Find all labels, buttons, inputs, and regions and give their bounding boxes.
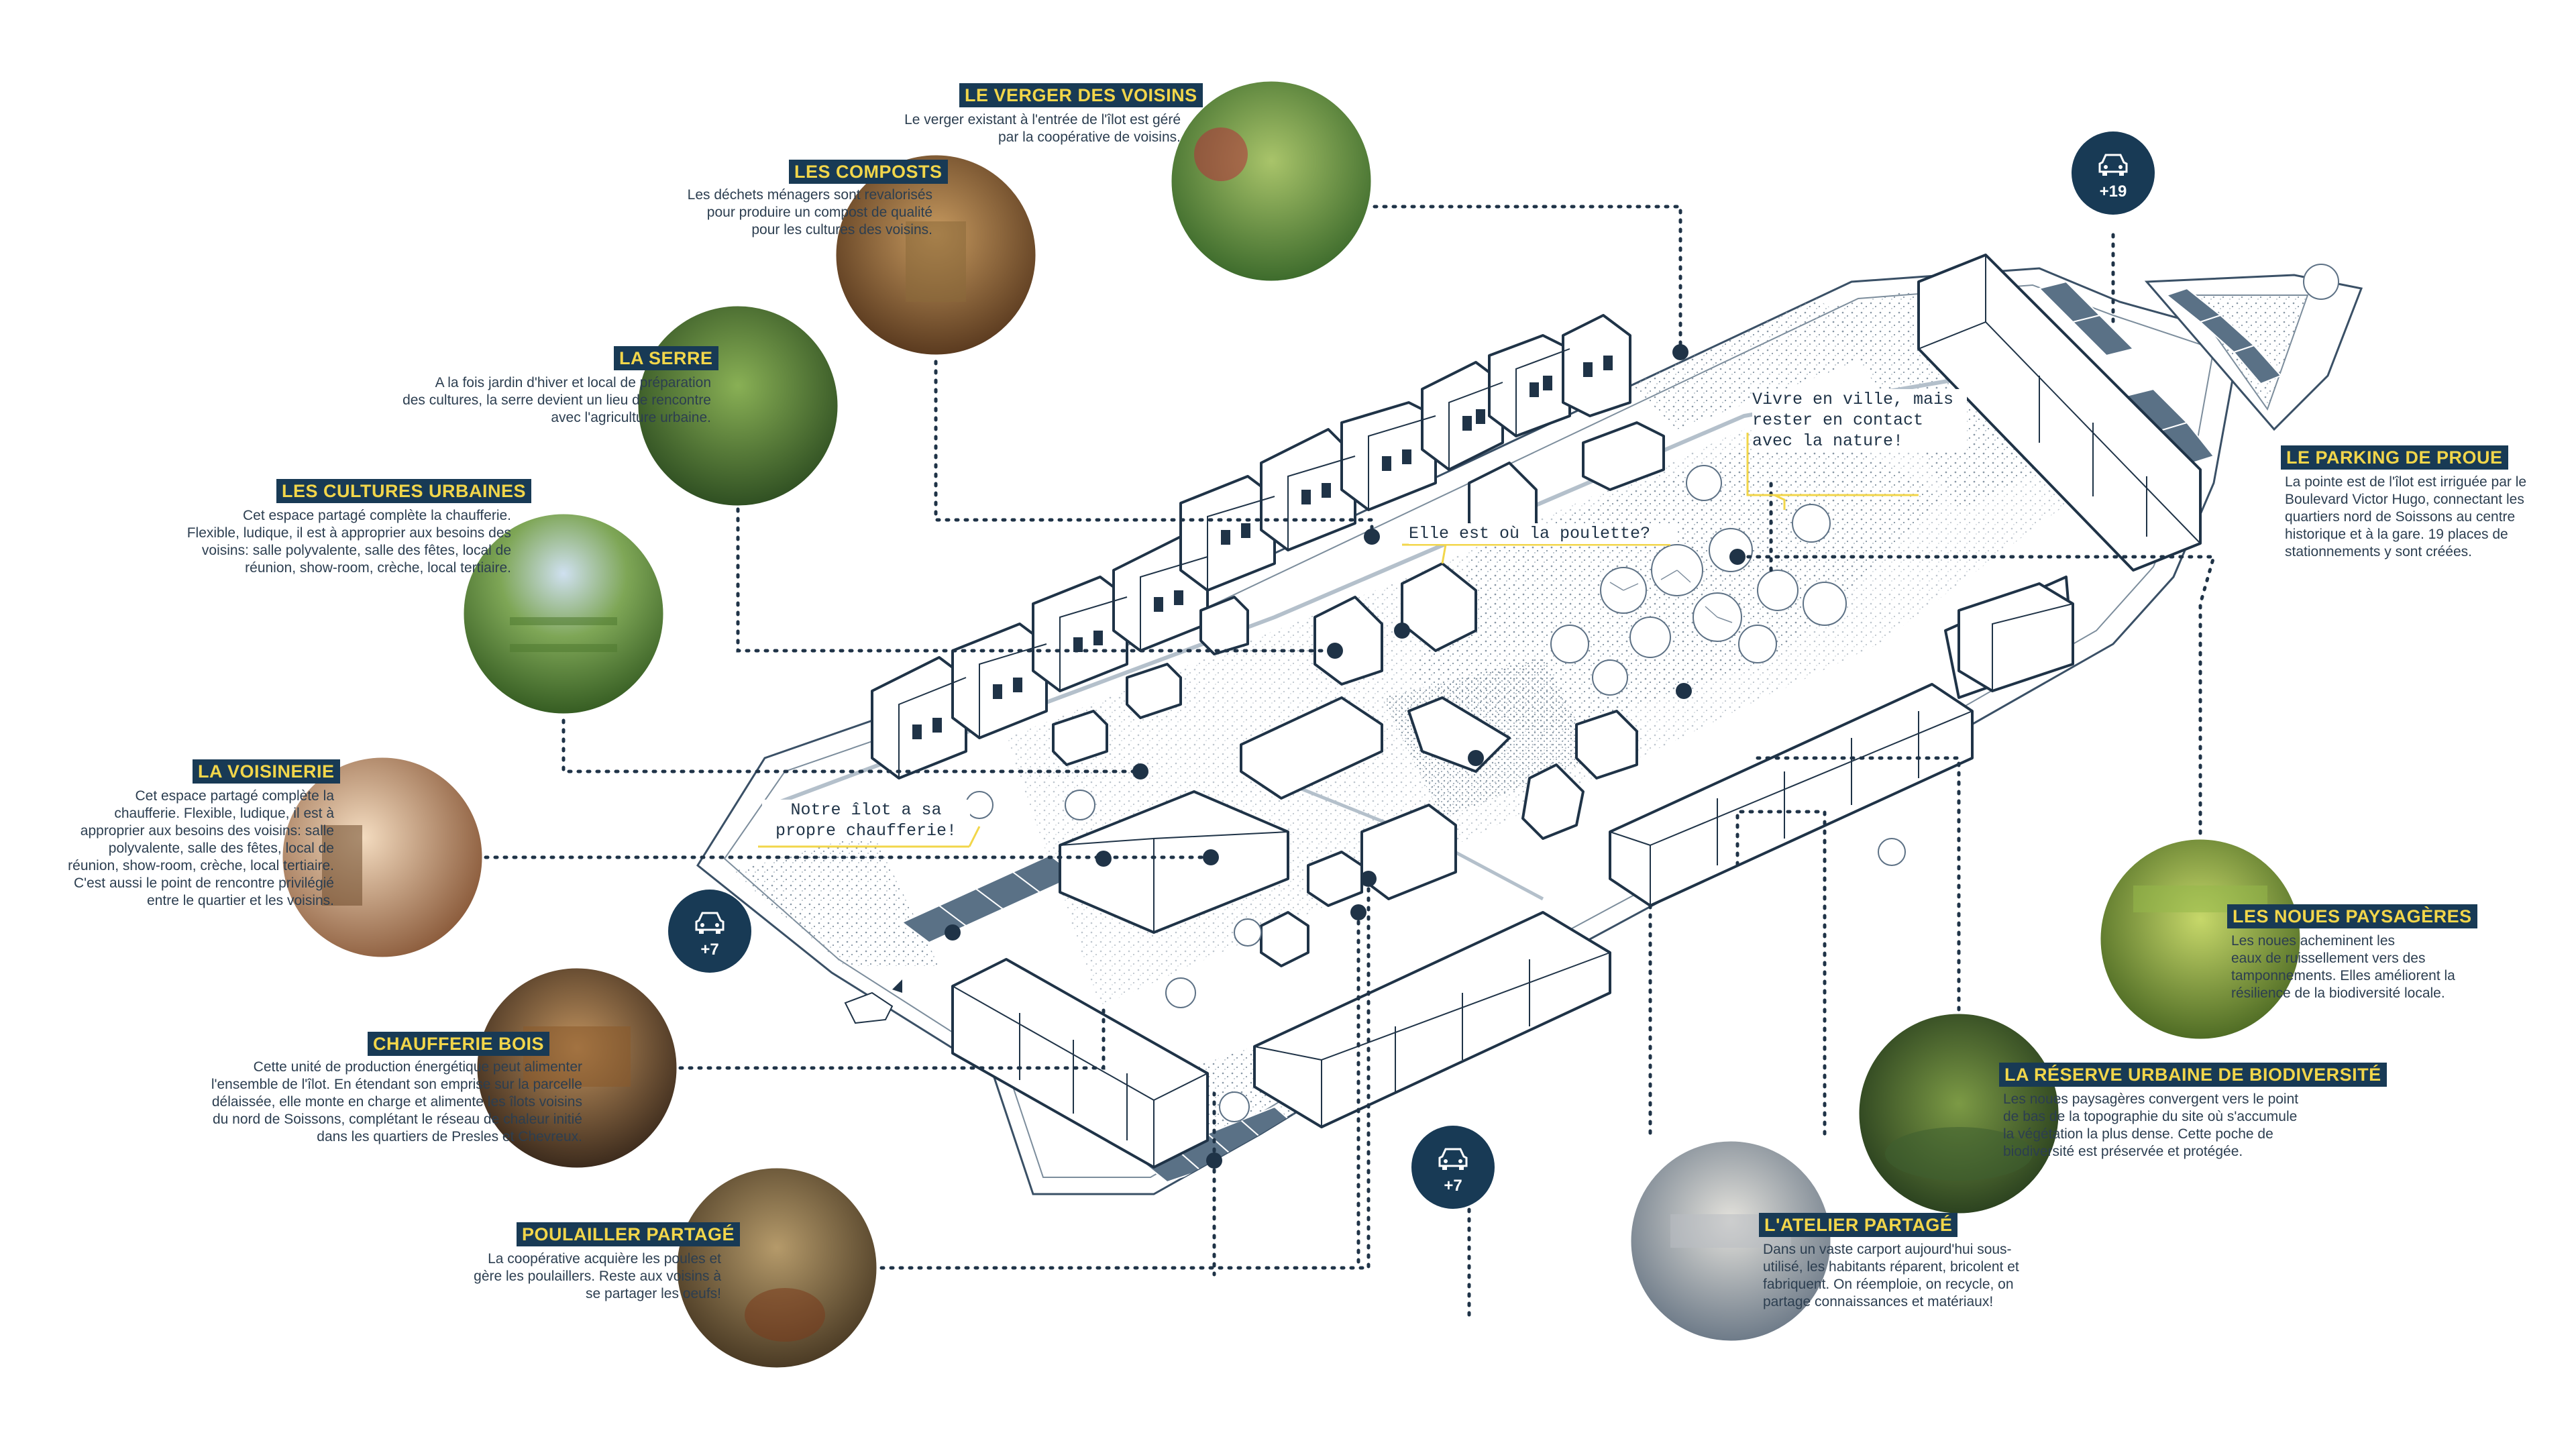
car-icon	[1438, 1148, 1468, 1170]
speech-bubble-poulette: Elle est où la poulette?	[1409, 523, 1677, 544]
parking-count: +7	[700, 941, 719, 959]
photo-voisinerie	[280, 755, 484, 959]
callout-title-verger: LE VERGER DES VOISINS	[959, 83, 1203, 107]
parking-badge-north-east: +19	[2072, 131, 2155, 215]
car-icon	[695, 912, 724, 934]
callout-desc-verger: Le verger existant à l'entrée de l'îlot …	[904, 112, 1181, 145]
callout-title-composts: LES COMPOSTS	[789, 160, 948, 184]
callout-desc-reserve: Les noues paysagères convergent vers le …	[2003, 1091, 2299, 1159]
parking-count: +7	[1444, 1177, 1462, 1195]
callout-title-serre: LA SERRE	[614, 346, 718, 370]
callout-title-chaufferie: CHAUFFERIE BOIS	[368, 1032, 550, 1056]
parking-count: +19	[2099, 182, 2127, 201]
parking-badge-south: +7	[1411, 1126, 1495, 1209]
photo-poulailler	[675, 1166, 879, 1370]
callout-title-voisinerie: LA VOISINERIE	[193, 759, 340, 784]
car-icon	[2098, 154, 2128, 176]
parking-badge-west: +7	[668, 890, 751, 973]
callout-desc-parking-proue: La pointe est de l'îlot est irriguée par…	[2285, 474, 2527, 559]
callout-title-atelier: L'ATELIER PARTAGÉ	[1759, 1213, 1958, 1237]
photo-verger	[1169, 79, 1373, 283]
callout-title-reserve: LA RÉSERVE URBAINE DE BIODIVERSITÉ	[1999, 1063, 2387, 1087]
callout-title-noues: LES NOUES PAYSAGÈRES	[2227, 904, 2477, 928]
callout-title-poulailler: POULAILLER PARTAGÉ	[517, 1222, 740, 1246]
callout-title-cultures: LES CULTURES URBAINES	[276, 479, 532, 503]
callout-desc-serre: A la fois jardin d'hiver et local de pré…	[402, 375, 711, 425]
callout-desc-atelier: Dans un vaste carport aujourd'hui sous-u…	[1763, 1242, 2019, 1309]
photo-cultures	[462, 512, 665, 716]
callout-desc-cultures: Cet espace partagé complète la chaufferi…	[186, 508, 511, 576]
callout-desc-chaufferie: Cette unité de production énergétique pe…	[211, 1059, 582, 1144]
callout-title-parking-proue: LE PARKING DE PROUE	[2281, 445, 2508, 470]
